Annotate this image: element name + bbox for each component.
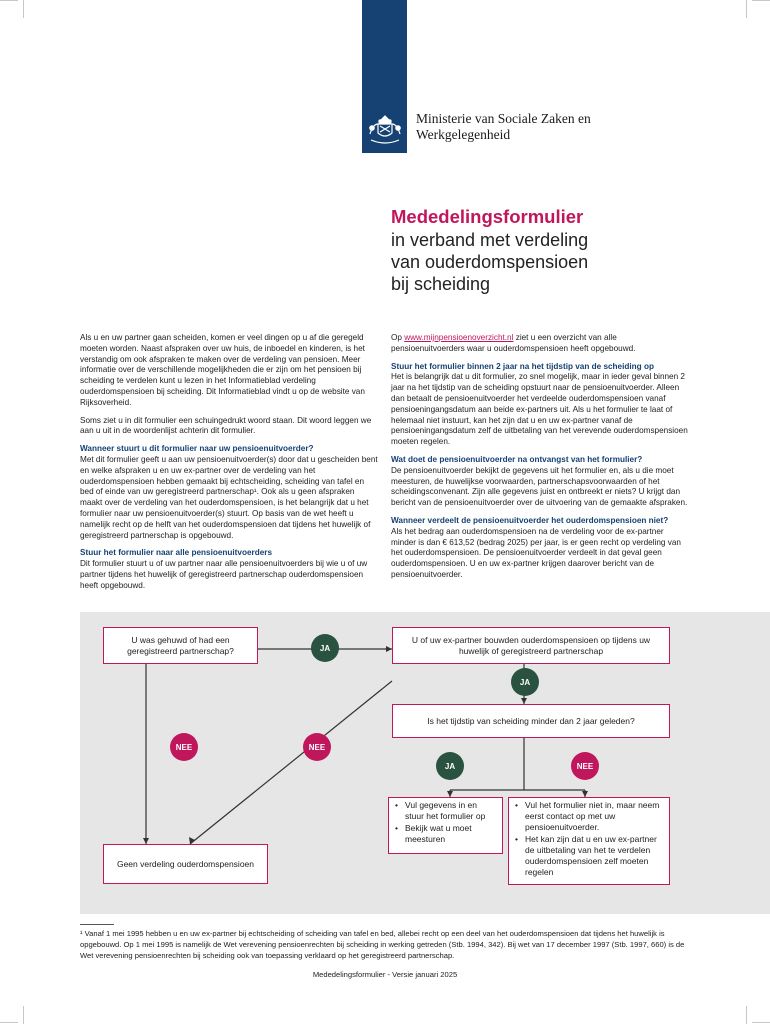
send-all-paragraph: Dit formulier stuurt u of uw partner naa… (80, 559, 368, 590)
overview-prefix: Op (391, 333, 402, 342)
crop-mark (746, 1006, 747, 1024)
nee-action-list: Vul het formulier niet in, maar neem eer… (515, 800, 663, 879)
crop-mark (752, 1022, 770, 1023)
right-column: Op www.mijnpensioenoverzicht.nl ziet u e… (391, 333, 689, 588)
badge-nee-right: NEE (571, 752, 599, 780)
question-married-box: U was gehuwd of had een geregistreerd pa… (103, 627, 258, 664)
crop-mark (752, 0, 770, 1)
ja-action-list: Vul gegevens in en stuur het formulier o… (395, 800, 496, 846)
nee-action-item: Vul het formulier niet in, maar neem eer… (515, 800, 663, 833)
intro-paragraph: Als u en uw partner gaan scheiden, komen… (80, 333, 365, 407)
what-happens-paragraph: De pensioenuitvoerder bekijkt de gegeven… (391, 465, 688, 508)
nee-action-item: Het kan zijn dat u en uw ex-partner de u… (515, 834, 663, 878)
italic-explanation: Soms ziet u in dit formulier een schuing… (80, 415, 372, 436)
footnote-text: Vanaf 1 mei 1995 hebben u en uw ex-partn… (80, 929, 685, 960)
ja-action-item: Vul gegevens in en stuur het formulier o… (395, 800, 496, 822)
title-block: Mededelingsformulier in verband met verd… (391, 205, 751, 295)
no-division-box: Geen verdeling ouderdomspensioen (103, 844, 268, 884)
decision-flowchart: U was gehuwd of had een geregistreerd pa… (80, 612, 770, 914)
badge-ja-2: JA (511, 668, 539, 696)
crop-mark (23, 1006, 24, 1024)
badge-ja-3: JA (436, 752, 464, 780)
ja-action-item: Bekijk wat u moet meesturen (395, 823, 496, 845)
badge-nee-middle: NEE (303, 733, 331, 761)
ministry-name: Ministerie van Sociale Zaken en Werkgele… (416, 111, 591, 143)
crest-icon (369, 115, 401, 144)
footnote: ¹ Vanaf 1 mei 1995 hebben u en uw ex-par… (80, 928, 690, 961)
heading-send-all: Stuur het formulier naar alle pensioenui… (80, 548, 272, 558)
document-title: Mededelingsformulier (391, 206, 584, 227)
deadline-paragraph: Het is belangrijk dat u dit formulier, z… (391, 372, 688, 447)
crop-mark (0, 0, 18, 1)
when-send-paragraph: Met dit formulier geeft u aan uw pensioe… (80, 454, 378, 540)
badge-nee-left: NEE (170, 733, 198, 761)
footnote-divider (80, 924, 114, 925)
heading-what-happens: Wat doet de pensioenuitvoerder na ontvan… (391, 454, 643, 464)
footnote-mark: ¹ (80, 929, 83, 938)
ministry-line-1: Ministerie van Sociale Zaken en (416, 111, 591, 126)
ministry-line-2: Werkgelegenheid (416, 127, 511, 142)
crop-mark (746, 0, 747, 18)
page-footer: Mededelingsformulier - Versie januari 20… (312, 970, 458, 979)
document-subtitle-line-3: bij scheiding (391, 274, 491, 294)
nee-action-box: Vul het formulier niet in, maar neem eer… (508, 797, 670, 885)
heading-deadline: Stuur het formulier binnen 2 jaar na het… (391, 361, 654, 371)
overview-paragraph: Op www.mijnpensioenoverzicht.nl ziet u e… (391, 333, 689, 355)
ja-action-box: Vul gegevens in en stuur het formulier o… (388, 797, 503, 854)
heading-no-division: Wanneer verdeelt de pensioenuitvoerder h… (391, 515, 669, 525)
document-subtitle-line-2: van ouderdomspensioen (391, 252, 589, 272)
heading-when-send: Wanneer stuurt u dit formulier naar uw p… (80, 444, 314, 454)
overview-suffix: ziet u een overzicht van alle pensioenui… (391, 333, 636, 353)
left-column: Als u en uw partner gaan scheiden, komen… (80, 333, 378, 599)
crop-mark (0, 1022, 18, 1023)
no-division-paragraph: Als het bedrag aan ouderdomspensioen na … (391, 526, 681, 579)
pension-overview-link[interactable]: www.mijnpensioenoverzicht.nl (404, 333, 514, 342)
crop-mark (23, 0, 24, 18)
badge-ja-1: JA (311, 634, 339, 662)
question-time-box: Is het tijdstip van scheiding minder dan… (392, 704, 670, 738)
pension-built-box: U of uw ex-partner bouwden ouderdomspens… (392, 627, 670, 664)
document-subtitle-line-1: in verband met verdeling (391, 230, 589, 250)
